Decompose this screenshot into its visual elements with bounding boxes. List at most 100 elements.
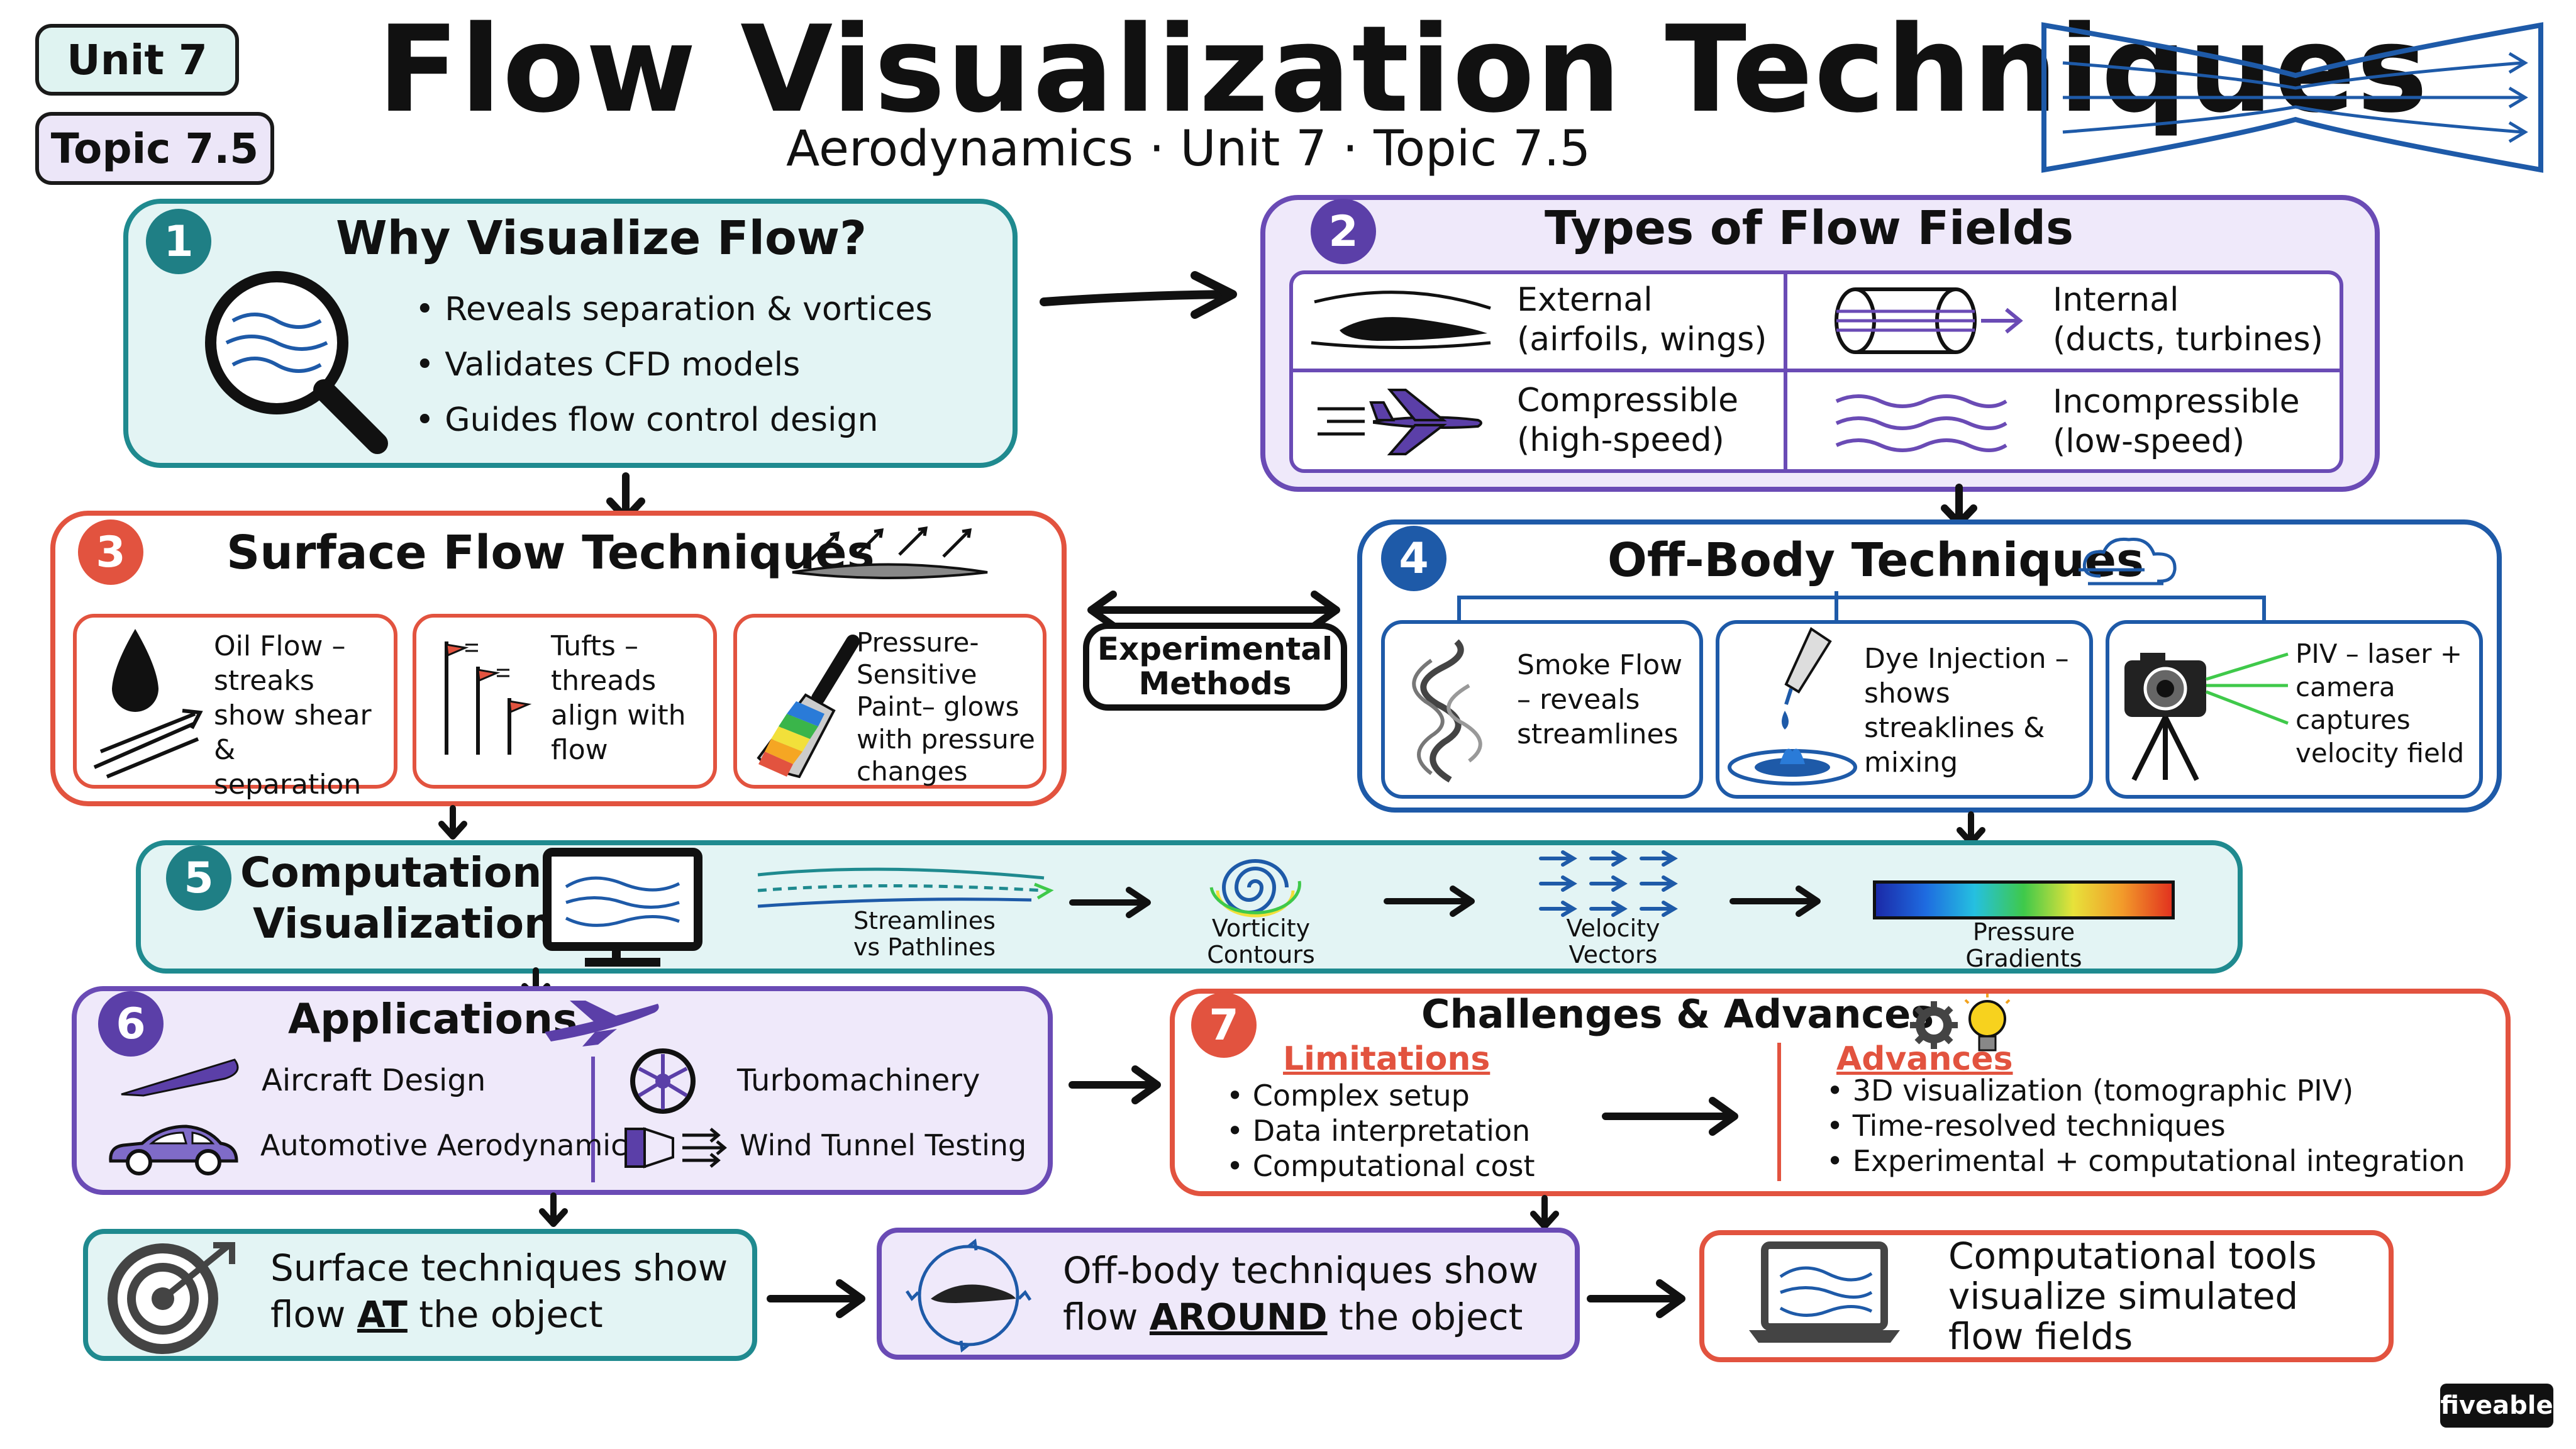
limitations-list: • Complex setup • Data interpretation • … — [1226, 1078, 1535, 1184]
airplane-icon — [545, 1001, 659, 1046]
app-automotive: Automotive Aerodynamics — [260, 1128, 642, 1162]
card-psp-text: Pressure-Sensitive Paint– glows with pre… — [857, 627, 1035, 787]
dye-drop-icon — [1728, 627, 1857, 786]
badge-2: 2 — [1311, 199, 1376, 264]
arrow-right-icon — [1729, 886, 1821, 917]
arrow-right-icon — [1040, 271, 1237, 319]
grid-divider-h — [1289, 369, 2343, 372]
surface-flow-icon — [792, 526, 988, 579]
arrow-down-icon — [438, 805, 467, 840]
streamlines-icon — [757, 867, 1054, 908]
pressure-gradient-bar — [1873, 880, 2175, 919]
app-aircraft-design: Aircraft Design — [262, 1063, 486, 1098]
unit-tag-label: Unit 7 — [67, 35, 208, 84]
arrow-right-icon — [1587, 1279, 1685, 1318]
bullet-item: • Guides flow control design — [415, 401, 879, 439]
smoke-icon — [1412, 639, 1482, 783]
panel-challenges — [1170, 989, 2511, 1196]
badge-3: 3 — [78, 519, 143, 585]
badge-4: 4 — [1381, 526, 1446, 591]
arrow-down-icon — [539, 1192, 568, 1227]
cell-external: External(airfoils, wings) — [1517, 281, 1767, 359]
badge-1: 1 — [146, 209, 211, 274]
page-subtitle: Aerodynamics · Unit 7 · Topic 7.5 — [786, 121, 1591, 177]
connector-lines — [1457, 591, 2266, 623]
card-piv-text: PIV – laser + camera captures velocity f… — [2296, 638, 2465, 769]
vectors-icon — [1539, 850, 1678, 917]
arrow-right-icon — [1069, 887, 1151, 918]
section4-title: Off-Body Techniques — [1607, 533, 2145, 587]
target-icon — [108, 1242, 235, 1354]
laptop-icon — [1749, 1241, 1900, 1343]
limitations-label: Limitations — [1283, 1040, 1491, 1078]
turbine-icon — [630, 1048, 696, 1114]
list-item: • 3D visualization (tomographic PIV) — [1826, 1074, 2354, 1108]
section5-title: Computational Visualization — [240, 848, 584, 948]
section1-title: Why Visualize Flow? — [336, 211, 867, 265]
section6-title: Applications — [288, 995, 578, 1043]
list-item: • Data interpretation — [1226, 1114, 1531, 1148]
experimental-methods-label: Experimental Methods — [1083, 623, 1347, 711]
oil-drop-icon — [93, 629, 203, 779]
list-item: • Time-resolved techniques — [1826, 1109, 2226, 1143]
jet-icon — [1318, 389, 1482, 455]
tufts-icon — [445, 641, 532, 755]
double-arrow-icon — [1087, 591, 1340, 630]
topic-tag-label: Topic 7.5 — [50, 124, 259, 173]
summary-computational-text: Computational tools visualize simulated … — [1948, 1235, 2317, 1358]
advances-label: Advances — [1836, 1040, 2013, 1078]
bullet-item: • Validates CFD models — [415, 346, 801, 384]
arrow-right-icon — [1602, 1097, 1738, 1136]
vortex-icon — [1209, 859, 1301, 918]
applications-divider — [591, 1057, 595, 1182]
app-wind-tunnel: Wind Tunnel Testing — [740, 1128, 1027, 1162]
cell-compressible: Compressible(high-speed) — [1517, 382, 1739, 460]
car-icon — [109, 1124, 238, 1175]
badge-7: 7 — [1191, 992, 1257, 1058]
card-tufts — [413, 614, 717, 789]
arrow-right-icon — [767, 1279, 865, 1318]
airfoil-cycle-icon — [905, 1238, 1032, 1353]
summary-off-body-text: Off-body techniques show flow AROUND the… — [1063, 1249, 1539, 1338]
section2-title: Types of Flow Fields — [1545, 201, 2074, 255]
section3-title: Surface Flow Techniques — [226, 526, 875, 580]
duct-flow-icon — [2041, 22, 2543, 173]
app-turbomachinery: Turbomachinery — [737, 1063, 980, 1098]
monitor-icon — [543, 848, 702, 967]
magnifier-icon — [205, 271, 388, 454]
challenges-divider — [1777, 1043, 1781, 1181]
cell-internal: Internal(ducts, turbines) — [2053, 281, 2323, 359]
section7-title: Challenges & Advances — [1421, 991, 1935, 1037]
bullet-item: • Reveals separation & vortices — [415, 291, 933, 328]
card-tufts-text: Tufts – threads align with flow — [551, 630, 686, 766]
card-oil-flow-text: Oil Flow – streaks show shear & separati… — [214, 630, 372, 801]
advances-list: • 3D visualization (tomographic PIV) • T… — [1826, 1073, 2465, 1179]
arrow-right-icon — [1069, 1065, 1161, 1104]
wing-icon — [121, 1058, 239, 1097]
badge-5: 5 — [166, 845, 231, 911]
list-item: • Experimental + computational integrati… — [1826, 1144, 2465, 1178]
arrow-right-icon — [1384, 886, 1475, 917]
cell-incompressible: Incompressible(low-speed) — [2053, 383, 2300, 461]
wind-tunnel-icon — [625, 1127, 727, 1169]
unit-tag: Unit 7 — [35, 24, 239, 96]
paintbrush-icon — [757, 635, 860, 779]
section1-bullets: • Reveals separation & vortices • Valida… — [415, 282, 933, 448]
badge-6: 6 — [98, 991, 164, 1057]
wave-lines-icon — [1835, 394, 2007, 452]
topic-tag: Topic 7.5 — [35, 112, 274, 185]
page-title: Flow Visualization Techniques — [377, 0, 2429, 139]
arrow-down-icon — [1530, 1195, 1559, 1230]
card-dye-injection-text: Dye Injection – shows streaklines & mixi… — [1864, 643, 2069, 779]
panel-applications — [72, 986, 1053, 1195]
list-item: • Complex setup — [1226, 1079, 1470, 1113]
card-smoke-flow-text: Smoke Flow – reveals streamlines — [1517, 649, 1683, 750]
duct-icon — [1835, 287, 2023, 354]
list-item: • Computational cost — [1226, 1149, 1535, 1183]
cloud-icon — [2079, 537, 2177, 586]
